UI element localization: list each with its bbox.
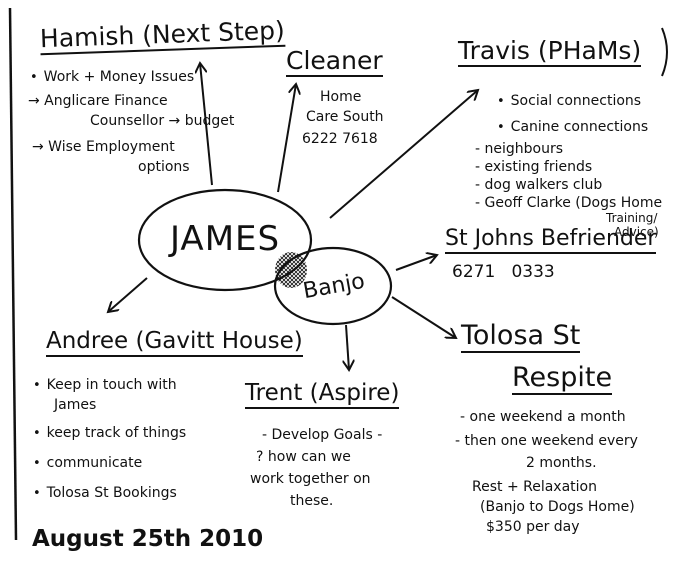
trent-item: work together on [250,471,371,487]
arrow-to-travis [329,90,478,219]
travis-item: Social connections [497,94,641,108]
travis-subitem: - Geoff Clarke (Dogs Home [475,195,663,211]
trent-title: Trent (Aspire) [245,382,400,409]
arrow-to-andree [108,277,148,312]
andree-item: keep track of things [33,426,187,440]
andree-item: Tolosa St Bookings [33,486,177,500]
trent-item: ? how can we [256,449,351,465]
andree-item: communicate [33,456,143,470]
center-name: JAMES [170,219,281,259]
hamish-item: options [138,159,190,175]
tolosa-title-line2: Respite [512,362,613,395]
cleaner-item: 6222 7618 [302,131,378,147]
arrow-to-cleaner [277,84,296,193]
travis-subitem: Training/ [606,211,658,225]
tolosa-item: 2 months. [526,455,597,471]
banjo-ellipse [273,246,393,326]
tolosa-title-line1: Tolosa St [461,320,581,353]
travis-item: Canine connections [497,120,648,134]
date-label: August 25th 2010 [32,526,264,552]
cleaner-title: Cleaner [286,46,383,77]
andree-item: James [54,397,97,413]
hamish-item: Counsellor → budget [90,113,235,129]
travis-subitem: - existing friends [475,159,593,175]
tolosa-item: $350 per day [486,519,580,535]
tolosa-item: - one weekend a month [460,409,626,425]
hamish-item: → Anglicare Finance [28,93,168,109]
tolosa-item: (Banjo to Dogs Home) [480,499,635,515]
arrow-to-hamish [200,63,213,186]
trent-item: these. [290,493,334,509]
hamish-item: → Wise Employment [32,139,175,155]
andree-title: Andree (Gavitt House) [46,330,303,357]
margin-line [8,7,18,541]
cleaner-item: Home [320,89,362,105]
arrow-to-stjohns [395,255,437,271]
cleaner-item: Care South [306,109,384,125]
tolosa-item: Rest + Relaxation [472,479,597,495]
stjohns-title: St Johns Befriender [445,228,657,254]
stjohns-phone: 6271 0333 [452,262,555,282]
travis-bracket [661,27,668,77]
travis-title: Travis (PHaMs) [458,36,642,67]
arrow-to-trent [346,324,349,370]
trent-item: - Develop Goals - [262,427,383,443]
hamish-item: Work + Money Issues [30,70,194,84]
travis-subitem: Advice) [614,225,659,239]
overlap-hatch [275,252,307,288]
james-ellipse [137,188,313,292]
travis-subitem: - neighbours [475,141,564,157]
andree-item: Keep in touch with [33,378,177,392]
arrow-to-tolosa [391,296,456,338]
travis-subitem: - dog walkers club [475,177,603,193]
tolosa-item: - then one weekend every [455,433,638,449]
